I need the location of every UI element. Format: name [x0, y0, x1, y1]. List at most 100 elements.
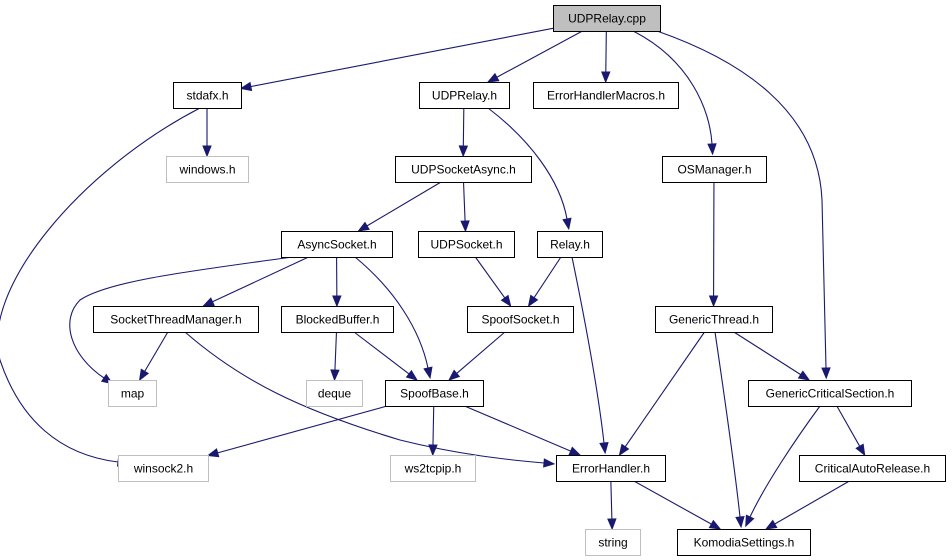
node-errorhandlermacros-h-label: ErrorHandlerMacros.h	[547, 89, 665, 103]
edge-asyncsocket-h-to-spoofbase-h-line	[354, 256, 429, 369]
edge-criticalautorelease-h-to-komodiasettings-h	[764, 480, 850, 530]
edge-criticalautorelease-h-to-komodiasettings-h-line	[774, 480, 850, 525]
node-spoofsocket-h[interactable]: SpoofSocket.h	[467, 306, 574, 333]
edge-genericthread-h-to-errorhandler-h-line	[624, 331, 705, 448]
edge-udprelay-cpp-to-genericcriticalsection-h-line	[656, 30, 827, 369]
node-asyncsocket-h[interactable]: AsyncSocket.h	[281, 231, 393, 258]
edge-errorhandler-h-to-string-arrowhead	[607, 518, 617, 531]
edge-blockedbuffer-h-to-spoofbase-h	[353, 331, 419, 381]
node-spoofbase-h-box	[385, 380, 484, 407]
node-deque-label: deque	[318, 387, 352, 401]
edge-asyncsocket-h-to-blockedbuffer-h-arrowhead	[332, 295, 342, 308]
edge-udprelay-cpp-to-udprelay-h	[486, 30, 583, 83]
edge-errorhandler-h-to-komodiasettings-h	[633, 480, 722, 530]
node-osmanager-h-box	[662, 156, 767, 183]
edge-genericthread-h-to-komodiasettings-h-line	[714, 331, 741, 518]
node-udpsocket-h-label: UDPSocket.h	[430, 238, 502, 252]
edge-asyncsocket-h-to-socketthreadmanager-h-line	[212, 256, 309, 303]
node-relay-h[interactable]: Relay.h	[537, 231, 603, 258]
edge-genericthread-h-to-genericcriticalsection-h	[733, 331, 811, 381]
node-udpsocket-h[interactable]: UDPSocket.h	[418, 231, 515, 258]
node-ws2tcpip-h-label: ws2tcpip.h	[404, 462, 462, 476]
edge-udprelay-cpp-to-udprelay-h-arrowhead	[486, 72, 500, 83]
node-winsock2-h-label: winsock2.h	[133, 462, 193, 476]
edge-spoofbase-h-to-errorhandler-h	[464, 405, 582, 456]
edge-relay-h-to-errorhandler-h	[571, 256, 609, 455]
edge-genericcriticalsection-h-to-criticalautorelease-h	[836, 405, 866, 457]
node-string: string	[585, 529, 641, 556]
edge-udprelay-h-to-relay-h	[487, 107, 572, 231]
edge-udpsocket-h-to-spoofsocket-h-line	[474, 256, 506, 299]
edge-relay-h-to-spoofsocket-h-line	[533, 256, 562, 298]
node-windows-h-label: windows.h	[178, 163, 235, 177]
edge-spoofbase-h-to-errorhandler-h-line	[464, 405, 571, 452]
node-windows-h: windows.h	[166, 156, 249, 183]
edge-blockedbuffer-h-to-deque	[330, 331, 340, 382]
node-blockedbuffer-h-label: BlockedBuffer.h	[296, 313, 380, 327]
edge-genericthread-h-to-genericcriticalsection-h-line	[733, 331, 801, 376]
node-string-label: string	[598, 536, 627, 550]
node-genericcriticalsection-h-label: GenericCriticalSection.h	[766, 387, 895, 401]
edge-udpsocket-h-to-spoofsocket-h	[474, 256, 512, 308]
node-spoofsocket-h-label: SpoofSocket.h	[481, 313, 559, 327]
node-udpsocketasync-h[interactable]: UDPSocketAsync.h	[395, 156, 532, 183]
node-genericcriticalsection-h[interactable]: GenericCriticalSection.h	[748, 380, 912, 407]
node-osmanager-h[interactable]: OSManager.h	[662, 156, 767, 183]
node-spoofbase-h[interactable]: SpoofBase.h	[385, 380, 484, 407]
edge-socketthreadmanager-h-to-map	[138, 331, 169, 382]
node-map-label: map	[121, 387, 145, 401]
edge-stdafx-h-to-windows-h-arrowhead	[202, 145, 212, 158]
node-udprelay-cpp-box	[553, 5, 661, 32]
node-string-box	[585, 529, 641, 556]
node-udpsocket-h-box	[418, 231, 515, 258]
node-genericthread-h-label: GenericThread.h	[669, 313, 759, 327]
edge-socketthreadmanager-h-to-errorhandler-h	[184, 331, 556, 468]
edge-udprelay-cpp-to-errorhandlermacros-h-arrowhead	[601, 71, 611, 84]
node-errorhandler-h-label: ErrorHandler.h	[572, 462, 650, 476]
edge-blockedbuffer-h-to-spoofbase-h-line	[353, 331, 410, 375]
node-blockedbuffer-h[interactable]: BlockedBuffer.h	[281, 306, 394, 333]
node-blockedbuffer-h-box	[281, 306, 394, 333]
node-udprelay-h[interactable]: UDPRelay.h	[419, 82, 510, 109]
edge-udprelay-h-to-udpsocketasync-h-arrowhead	[458, 145, 469, 158]
node-stdafx-h-label: stdafx.h	[186, 89, 228, 103]
edge-genericthread-h-to-errorhandler-h-arrowhead	[618, 443, 630, 457]
node-genericthread-h[interactable]: GenericThread.h	[655, 306, 773, 333]
node-spoofsocket-h-box	[467, 306, 574, 333]
node-socketthreadmanager-h[interactable]: SocketThreadManager.h	[93, 306, 259, 333]
node-genericthread-h-box	[655, 306, 773, 333]
node-asyncsocket-h-box	[281, 231, 393, 258]
edge-asyncsocket-h-to-socketthreadmanager-h	[202, 256, 309, 307]
node-deque: deque	[306, 380, 363, 407]
node-genericcriticalsection-h-box	[748, 380, 912, 407]
node-criticalautorelease-h-label: CriticalAutoRelease.h	[815, 462, 930, 476]
node-map-box	[108, 380, 157, 407]
edge-udpsocketasync-h-to-udpsocket-h	[460, 181, 470, 233]
edge-spoofsocket-h-to-spoofbase-h	[448, 331, 506, 381]
node-udprelay-h-box	[419, 82, 510, 109]
edge-spoofbase-h-to-winsock2-h-arrowhead	[206, 448, 220, 458]
node-errorhandlermacros-h[interactable]: ErrorHandlerMacros.h	[533, 82, 679, 109]
node-spoofbase-h-label: SpoofBase.h	[400, 387, 469, 401]
edge-genericthread-h-to-genericcriticalsection-h-arrowhead	[797, 370, 811, 381]
edge-spoofbase-h-to-errorhandler-h-arrowhead	[568, 446, 582, 456]
edge-genericcriticalsection-h-to-criticalautorelease-h-line	[836, 405, 861, 447]
edge-criticalautorelease-h-to-komodiasettings-h-arrowhead	[764, 519, 778, 530]
node-windows-h-box	[166, 156, 249, 183]
edge-udprelay-h-to-udpsocketasync-h	[458, 107, 469, 158]
edge-spoofbase-h-to-ws2tcpip-h-arrowhead	[428, 444, 438, 457]
node-errorhandler-h[interactable]: ErrorHandler.h	[556, 455, 666, 482]
edge-stdafx-h-to-winsock2-h-line	[0, 107, 201, 463]
node-deque-box	[306, 380, 363, 407]
node-udprelay-cpp-label: UDPRelay.cpp	[568, 12, 646, 26]
edge-udpsocket-h-to-spoofsocket-h-arrowhead	[500, 294, 512, 308]
node-komodiasettings-h[interactable]: KomodiaSettings.h	[677, 529, 811, 556]
node-criticalautorelease-h[interactable]: CriticalAutoRelease.h	[799, 455, 946, 482]
edge-relay-h-to-errorhandler-h-line	[571, 256, 605, 444]
edge-errorhandler-h-to-string-line	[610, 480, 613, 520]
edge-asyncsocket-h-to-spoofbase-h	[354, 256, 433, 380]
node-stdafx-h[interactable]: stdafx.h	[173, 82, 242, 109]
node-udprelay-cpp[interactable]: UDPRelay.cpp	[553, 5, 661, 32]
